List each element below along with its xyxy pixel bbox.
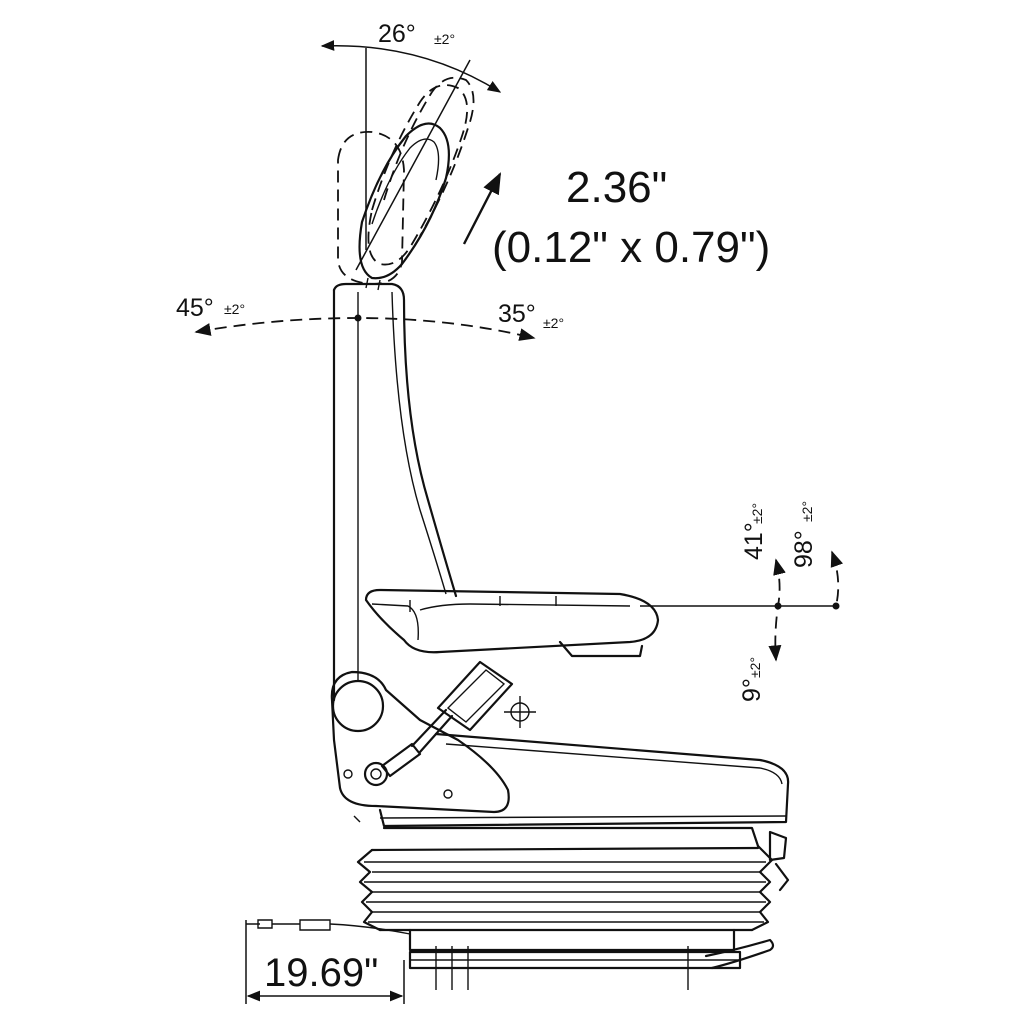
base-width-dimension: 19.69": [245, 920, 405, 1004]
wiring-harness: [246, 919, 411, 935]
recline-mechanism: [330, 660, 536, 823]
headrest-tilt-angle: 26°: [378, 20, 416, 48]
seat-cushion: [378, 732, 790, 828]
backrest-back-angle: 45°: [176, 294, 214, 322]
headrest-tilt-tolerance: ±2°: [434, 31, 455, 47]
base-width-value: 19.69": [264, 951, 378, 995]
backrest: [332, 282, 458, 702]
armrest-down-tolerance: ±2°: [747, 657, 763, 678]
headrest: [337, 76, 475, 291]
armrest-down-angle: 9°: [738, 678, 766, 702]
base-rails: [408, 928, 775, 990]
headrest-height-dimension: 2.36" (0.12" x 0.79"): [462, 163, 770, 272]
backrest-forward-angle: 35°: [498, 300, 536, 328]
armrest-up-tolerance: ±2°: [749, 503, 765, 524]
backrest-back-tolerance: ±2°: [224, 301, 245, 317]
backrest-recline-dimension: 45° ±2° 35° ±2°: [176, 294, 564, 341]
armrest-angle-dimension: 41° ±2° 98° ±2° 9° ±2°: [640, 501, 844, 702]
armrest: [364, 588, 660, 658]
headrest-tilt-dimension: 26° ±2°: [320, 20, 502, 271]
armrest-fold-tolerance: ±2°: [799, 501, 815, 522]
headrest-height-travel: 2.36": [566, 163, 667, 212]
armrest-fold-angle: 98°: [790, 530, 818, 568]
backrest-forward-tolerance: ±2°: [543, 315, 564, 331]
armrest-up-angle: 41°: [740, 522, 768, 560]
headrest-height-steps: (0.12" x 0.79"): [492, 223, 770, 272]
suspension-bellows: [356, 826, 790, 932]
